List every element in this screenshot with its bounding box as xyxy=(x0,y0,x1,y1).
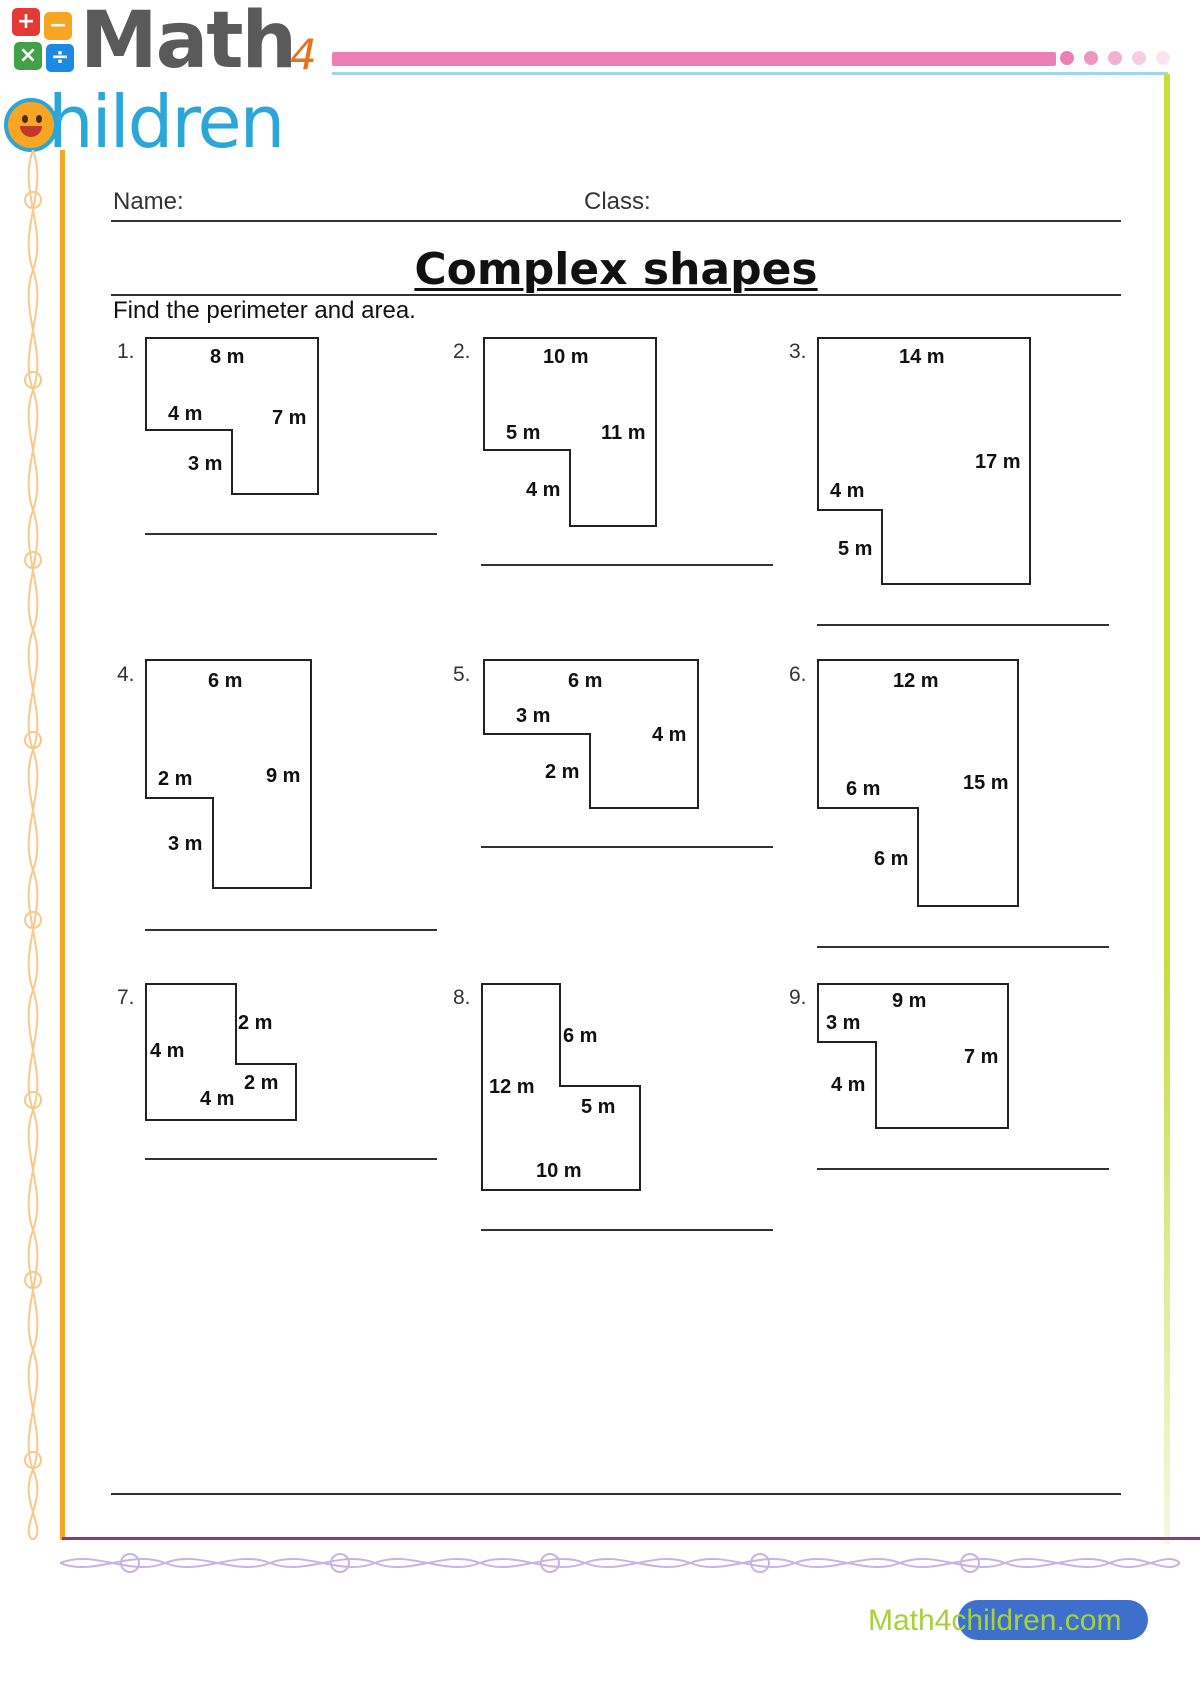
problem-5-number: 5. xyxy=(453,663,471,686)
problem-9-shape xyxy=(817,983,1009,1129)
math-blocks-icon: + − × ÷ xyxy=(12,8,76,80)
problem-2-shape xyxy=(483,337,657,527)
problem-3-label: 4 m xyxy=(830,480,865,502)
class-label: Class: xyxy=(584,188,651,215)
problem-6-label: 6 m xyxy=(874,848,909,870)
problem-4-label: 6 m xyxy=(208,670,243,692)
name-class-line[interactable] xyxy=(111,220,1121,222)
logo-four-text: 4 xyxy=(290,30,317,79)
left-vine-ornament xyxy=(24,150,42,1540)
problem-1-label: 4 m xyxy=(168,403,203,425)
plus-block: + xyxy=(12,8,40,36)
logo: + − × ÷ Math 4 hildren xyxy=(0,0,340,160)
problem-8-label: 6 m xyxy=(563,1025,598,1047)
problem-7-shape xyxy=(145,983,297,1121)
bottom-frame-line xyxy=(62,1537,1200,1540)
problem-5-label: 6 m xyxy=(568,670,603,692)
top-border-dots xyxy=(1060,51,1180,70)
site-link-pill xyxy=(958,1600,1148,1640)
problem-2-label: 4 m xyxy=(526,479,561,501)
problem-7-label: 2 m xyxy=(238,1012,273,1034)
problem-9-label: 7 m xyxy=(964,1046,999,1068)
problem-1-label: 8 m xyxy=(210,346,245,368)
smiley-face-icon xyxy=(4,98,58,152)
worksheet-title: Complex shapes xyxy=(414,244,818,295)
problem-3-shape xyxy=(817,337,1031,585)
problem-4-label: 9 m xyxy=(266,765,301,787)
problem-5-label: 4 m xyxy=(652,724,687,746)
problem-2-number: 2. xyxy=(453,340,471,363)
problem-8-answer-line[interactable] xyxy=(481,1229,773,1231)
problem-6-answer-line[interactable] xyxy=(817,946,1109,948)
problem-6-label: 12 m xyxy=(893,670,939,692)
problem-3-label: 17 m xyxy=(975,451,1021,473)
bottom-rule xyxy=(111,1493,1121,1495)
problem-8-shape xyxy=(481,983,641,1191)
problem-5-label: 2 m xyxy=(545,761,580,783)
problem-7-answer-line[interactable] xyxy=(145,1158,437,1160)
problem-8-label: 10 m xyxy=(536,1160,582,1182)
problem-9-answer-line[interactable] xyxy=(817,1168,1109,1170)
problem-4-answer-line[interactable] xyxy=(145,929,437,931)
problem-5-shape xyxy=(483,659,699,809)
problem-9-label: 9 m xyxy=(892,990,927,1012)
problem-6-shape xyxy=(817,659,1019,907)
problem-6-label: 15 m xyxy=(963,772,1009,794)
minus-block: − xyxy=(44,12,72,40)
instructions: Find the perimeter and area. xyxy=(113,297,416,324)
problem-1-number: 1. xyxy=(117,340,135,363)
top-frame-line xyxy=(332,72,1168,75)
problem-4-shape xyxy=(145,659,312,889)
problem-4-number: 4. xyxy=(117,663,135,686)
divide-block: ÷ xyxy=(46,44,74,72)
right-frame-border xyxy=(1164,74,1170,1544)
problem-7-label: 2 m xyxy=(244,1072,279,1094)
problem-2-label: 11 m xyxy=(601,422,646,444)
problem-2-label: 5 m xyxy=(506,422,541,444)
top-border-bar xyxy=(332,52,1056,66)
problem-3-label: 14 m xyxy=(899,346,945,368)
problem-5-answer-line[interactable] xyxy=(481,846,773,848)
bottom-vine-ornament xyxy=(60,1553,1180,1573)
problem-1-shape xyxy=(145,337,319,495)
problem-4-label: 2 m xyxy=(158,768,193,790)
logo-math-text: Math xyxy=(80,0,297,86)
problem-2-label: 10 m xyxy=(543,346,589,368)
problem-7-number: 7. xyxy=(117,986,135,1009)
problem-3-answer-line[interactable] xyxy=(817,624,1109,626)
problem-1-label: 7 m xyxy=(272,407,307,429)
problem-9-label: 4 m xyxy=(831,1074,866,1096)
title-rule xyxy=(111,294,1121,296)
problem-7-label: 4 m xyxy=(150,1040,185,1062)
problem-1-label: 3 m xyxy=(188,453,223,475)
problem-8-label: 5 m xyxy=(581,1096,616,1118)
problem-9-number: 9. xyxy=(789,986,807,1009)
name-label: Name: xyxy=(113,188,184,215)
problem-8-number: 8. xyxy=(453,986,471,1009)
site-link[interactable]: Math4children.com xyxy=(868,1600,1148,1640)
problem-8-label: 12 m xyxy=(489,1076,535,1098)
problem-7-label: 4 m xyxy=(200,1088,235,1110)
times-block: × xyxy=(14,42,42,70)
problem-6-number: 6. xyxy=(789,663,807,686)
site-link-text: Math4children.com xyxy=(868,1604,1122,1637)
problem-9-label: 3 m xyxy=(826,1012,861,1034)
problem-2-answer-line[interactable] xyxy=(481,564,773,566)
left-frame-border xyxy=(60,150,65,1540)
problem-3-number: 3. xyxy=(789,340,807,363)
problem-4-label: 3 m xyxy=(168,833,203,855)
problem-5-label: 3 m xyxy=(516,705,551,727)
logo-children-text: hildren xyxy=(48,80,285,164)
problem-1-answer-line[interactable] xyxy=(145,533,437,535)
problem-6-label: 6 m xyxy=(846,778,881,800)
problem-3-label: 5 m xyxy=(838,538,873,560)
